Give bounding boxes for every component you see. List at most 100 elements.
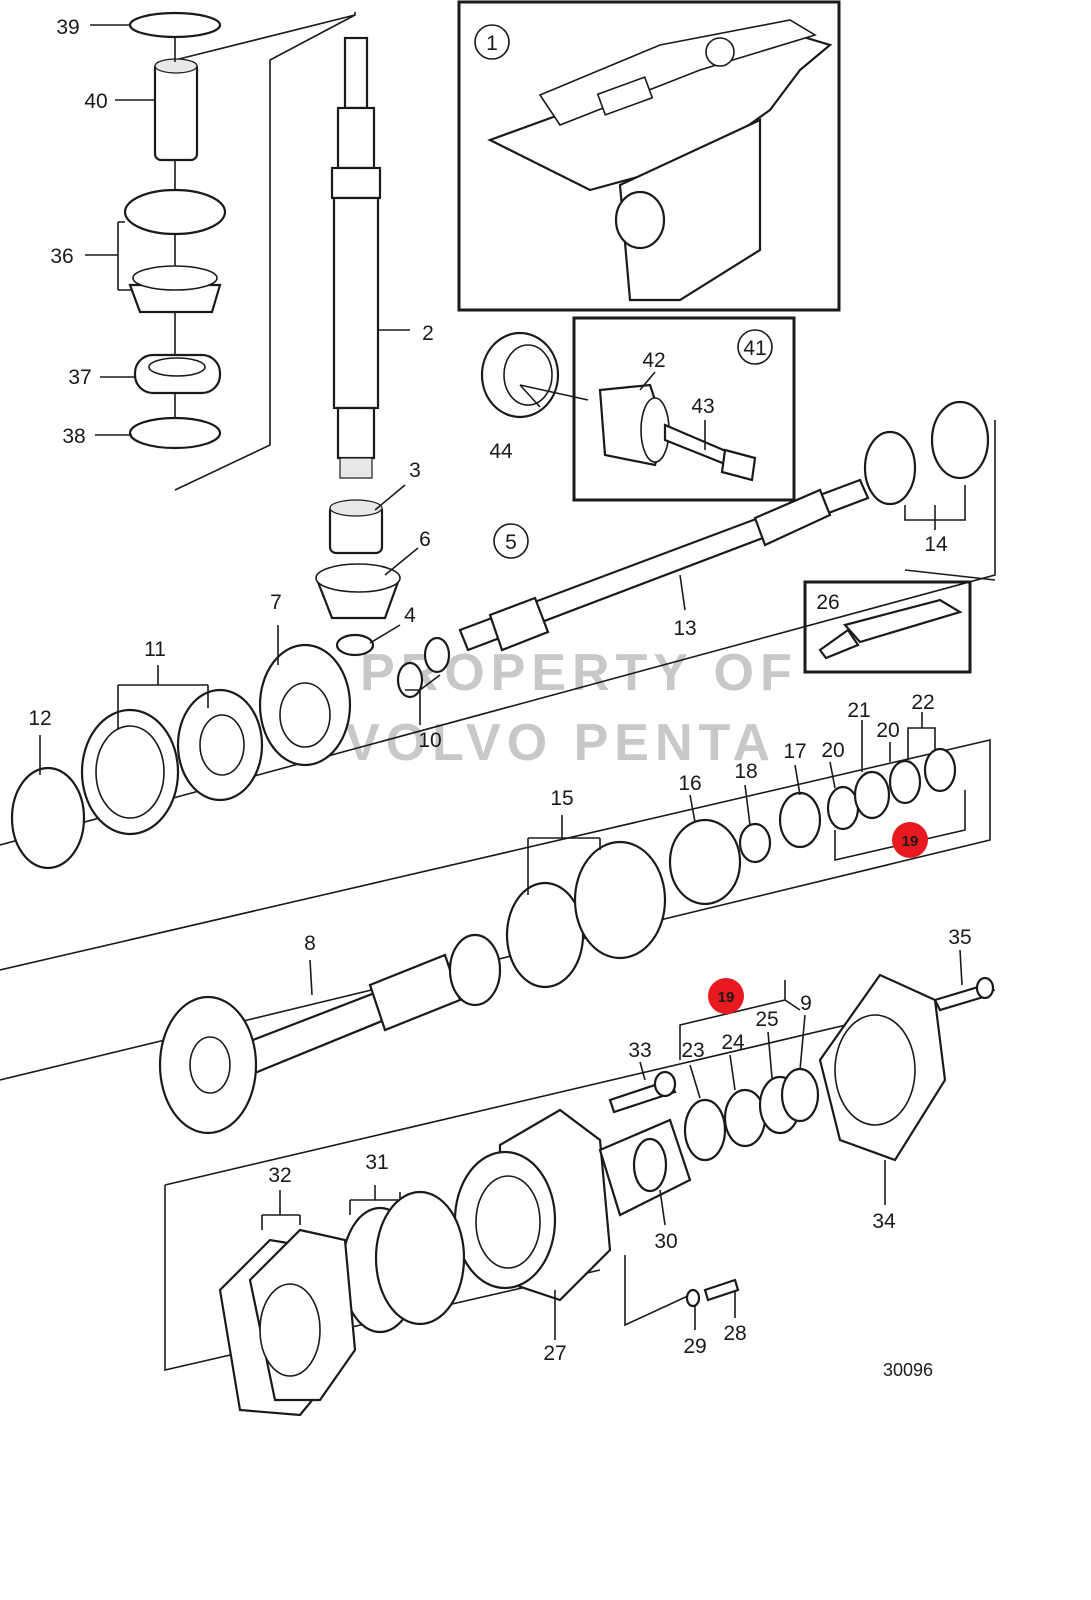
callout-41-ring (737, 329, 773, 365)
callout-9: 9 (800, 992, 812, 1015)
part-13-splines (753, 488, 832, 547)
housing-prop-bore (614, 190, 666, 250)
callout-1-ring (474, 24, 510, 60)
callout-18: 18 (734, 760, 757, 783)
leader-36 (85, 221, 132, 291)
callout-27: 27 (543, 1342, 566, 1365)
leader-9 (799, 1014, 806, 1071)
bracket-shaft-upper (0, 420, 996, 846)
callout-11: 11 (144, 638, 166, 661)
part-36-cone-top (132, 265, 218, 291)
anode-assembly-parts (598, 383, 757, 482)
callout-36: 36 (50, 245, 73, 268)
bearing-housing-group (218, 1108, 740, 1417)
leader-33 (639, 1061, 646, 1081)
part-14-cup (930, 400, 990, 480)
driveshaft-spline-bottom (339, 457, 373, 479)
housing-top-port (596, 76, 654, 116)
part-14-cone (863, 430, 917, 506)
middle-bearing-group (505, 747, 957, 989)
gear-housing-part (487, 19, 833, 302)
leader-16 (689, 794, 696, 823)
leader-25 (767, 1031, 773, 1079)
part-37-bore (148, 357, 206, 377)
leader-6 (384, 547, 419, 576)
callout-37: 37 (68, 366, 91, 389)
part-27-housing-bore (475, 1175, 541, 1269)
circled-callouts: 1 5 41 19 19 (474, 24, 928, 1014)
callout-33: 33 (628, 1039, 651, 1062)
callout-14: 14 (924, 533, 948, 556)
leader-13 (679, 574, 686, 611)
callout-13: 13 (673, 617, 696, 640)
driveshaft-upper (336, 106, 376, 170)
part-20-seal-a (826, 785, 860, 831)
watermark-line-2: VOLVO PENTA (345, 714, 776, 772)
leader-22 (907, 712, 936, 760)
part-7-hub (279, 682, 331, 748)
part-6-gear-face (315, 563, 401, 593)
part-10-shim-b (423, 636, 451, 674)
figure-reference-number: 30096 (883, 1360, 933, 1380)
part-35-bolt-head (975, 976, 995, 1000)
leader-18 (744, 784, 751, 826)
callout-30: 30 (654, 1230, 677, 1253)
leader-44 (519, 384, 541, 408)
callout-10: 10 (418, 729, 441, 752)
callout-38: 38 (62, 425, 85, 448)
callout-19-highlight-a (892, 822, 928, 858)
callout-2: 2 (422, 322, 434, 345)
callout-29: 29 (683, 1335, 706, 1358)
part-33-bolt-head (653, 1070, 677, 1098)
callout-20b: 20 (876, 719, 899, 742)
callout-43: 43 (691, 395, 714, 418)
callout-labels: 39 40 36 37 38 2 3 6 4 7 11 12 10 13 14 … (28, 16, 971, 1365)
callout-41: 41 (743, 337, 766, 360)
callout-6: 6 (419, 528, 431, 551)
callout-23: 23 (681, 1039, 704, 1062)
leader-31 (349, 1185, 401, 1215)
part-22-ring (923, 747, 957, 793)
callout-28: 28 (723, 1322, 746, 1345)
part-11-cup-inner (95, 725, 165, 819)
part-24-seal (723, 1088, 767, 1148)
part-8-splines (368, 953, 462, 1032)
upper-left-stack (123, 11, 227, 450)
forward-gear-group (10, 636, 451, 870)
callout-4: 4 (404, 604, 416, 627)
callout-3: 3 (409, 459, 421, 482)
driveshaft-body (332, 196, 380, 410)
part-17-needle-bearing (778, 791, 822, 849)
leader-8 (309, 959, 313, 996)
part-39-ring (128, 11, 222, 39)
part-8-end (448, 933, 502, 1007)
part-43-bolt-head (720, 448, 757, 482)
assembly-brackets (0, 12, 996, 1372)
part-8-gear-shaft (158, 933, 502, 1135)
part-10-shim-a (396, 661, 424, 699)
housing-lower-body (618, 118, 762, 302)
leader-3 (374, 484, 406, 511)
vertical-driveshaft-part (330, 36, 382, 479)
callout-19b: 19 (718, 989, 735, 1006)
part-15-cup (573, 840, 667, 960)
part-9-bushing (780, 1067, 820, 1123)
part-3-top (329, 499, 383, 517)
callout-5: 5 (505, 531, 517, 554)
part-15-cone (505, 881, 585, 989)
part-44-cap (480, 331, 560, 419)
part-30-bearing (632, 1137, 668, 1193)
callout-22: 22 (911, 691, 934, 714)
part-34-bore (834, 1014, 916, 1126)
part-32-gasket-bore (259, 1283, 321, 1377)
sealant-tube-part (818, 598, 963, 660)
part-26-tube (842, 598, 963, 644)
callout-17: 17 (783, 740, 806, 763)
leader-32 (261, 1190, 301, 1230)
inset-box-gear-housing (457, 0, 841, 312)
leader-20a (829, 761, 836, 789)
part-28-screw (703, 1278, 740, 1302)
part-38-shim (128, 416, 222, 450)
callout-39: 39 (56, 16, 79, 39)
